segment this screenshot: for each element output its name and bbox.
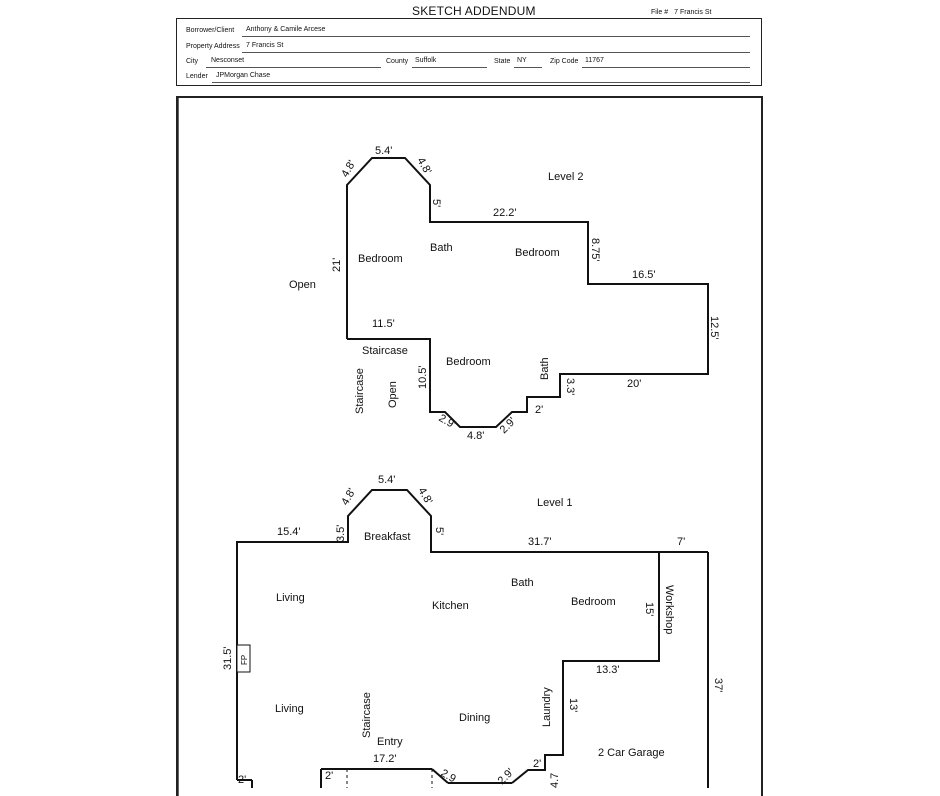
level2-dim: 21' <box>331 258 343 272</box>
level1-label: Level 1 <box>537 497 572 509</box>
level1-room-garage: 2 Car Garage <box>598 747 665 759</box>
level2-dim: 11.5' <box>372 318 395 330</box>
level1-dim: 15' <box>643 602 655 616</box>
file-number: File # 7 Francis St <box>651 9 711 16</box>
level1-dim: 4.7 <box>549 773 561 788</box>
level2-dim: 4.8' <box>467 430 484 442</box>
level2-dim: 20' <box>627 378 641 390</box>
level1-room-living-bottom: Living <box>275 703 304 715</box>
sketch-frame <box>176 96 763 796</box>
level2-dim: 5' <box>430 199 442 207</box>
level2-dim: 2.9' <box>437 412 458 431</box>
level1-dim: 3.5' <box>335 525 347 542</box>
level1-room-kitchen: Kitchen <box>432 600 469 612</box>
level2-dim: 22.2' <box>493 207 517 219</box>
level1-dim: 5.4' <box>378 474 395 486</box>
level1-dim: 2.9' <box>496 766 517 787</box>
level1-outline <box>236 489 660 784</box>
level2-dim: 10.5' <box>417 365 429 389</box>
city-underline <box>206 67 381 68</box>
level1-dim: 15.4' <box>277 526 301 538</box>
level2-room-bedroom-right: Bedroom <box>515 247 560 259</box>
city-value: Nesconset <box>211 57 245 64</box>
county-value: Suffolk <box>415 57 437 64</box>
level1-room-workshop: Workshop <box>663 585 675 634</box>
borrower-underline <box>242 36 750 37</box>
level2-room-bedroom-lower: Bedroom <box>446 356 491 368</box>
level1-room-living-top: Living <box>276 592 305 604</box>
level1-dim: 5' <box>433 527 445 535</box>
level1-room-entry: Entry <box>377 736 403 748</box>
lender-value: JPMorgan Chase <box>216 72 271 79</box>
state-label: State <box>494 58 511 65</box>
file-number-label: File # <box>651 9 669 16</box>
address-label: Property Address <box>186 43 240 50</box>
level1-room-bath: Bath <box>511 577 534 589</box>
level2-room-bath-lower: Bath <box>539 357 551 380</box>
document-title: SKETCH ADDENDUM <box>412 4 536 18</box>
subject-info-box <box>176 18 762 86</box>
level1-dim: 31.7' <box>528 536 552 548</box>
level2-outline <box>346 157 709 428</box>
lender-underline <box>212 82 750 83</box>
level1-room-laundry: Laundry <box>541 687 553 727</box>
level2-dim: 3.3' <box>564 378 576 395</box>
level2-room-bath-top: Bath <box>430 242 453 254</box>
address-underline <box>242 52 750 53</box>
state-underline <box>514 67 542 68</box>
zip-label: Zip Code <box>550 58 579 65</box>
level1-dim: 2' <box>238 774 246 786</box>
level1-bay-left <box>431 768 449 784</box>
level1-dim: 4.8' <box>339 486 358 507</box>
level1-dim: 7' <box>677 536 685 548</box>
level2-open-v: Open <box>387 381 399 408</box>
level1-dim: 13.3' <box>596 664 620 676</box>
zip-underline <box>582 67 750 68</box>
level1-room-bedroom: Bedroom <box>571 596 616 608</box>
level2-dim: 8.75' <box>589 238 601 262</box>
level1-dim: 2' <box>533 758 541 770</box>
file-number-value: 7 Francis St <box>674 9 712 16</box>
lender-label: Lender <box>186 73 208 80</box>
county-underline <box>412 67 487 68</box>
level2-room-bedroom-left: Bedroom <box>358 253 403 265</box>
city-label: City <box>186 58 199 65</box>
level1-dim: 17.2' <box>373 753 397 765</box>
borrower-value: Anthony & Camile Arcese <box>246 26 326 33</box>
level2-dim: 5.4' <box>375 145 392 157</box>
level1-room-dining: Dining <box>459 712 490 724</box>
level1-dim: 31.5' <box>222 646 234 670</box>
level2-dim: 16.5' <box>632 269 656 281</box>
level1-room-staircase: Staircase <box>361 692 373 738</box>
level2-dim: 2.9' <box>498 415 519 436</box>
state-value: NY <box>517 57 527 64</box>
level1-dim: 2' <box>325 770 333 782</box>
zip-value: 11767 <box>585 57 604 64</box>
level2-dim: 4.8' <box>414 156 433 177</box>
county-label: County <box>386 58 409 65</box>
level1-dim: 13' <box>567 698 579 712</box>
level1-dim: 37' <box>712 678 724 692</box>
fireplace-box <box>236 644 251 673</box>
level2-open-left: Open <box>289 279 316 291</box>
address-value: 7 Francis St <box>246 42 284 49</box>
level2-staircase-v: Staircase <box>354 368 366 414</box>
fireplace-label: FP <box>240 655 249 665</box>
level1-room-breakfast: Breakfast <box>364 531 410 543</box>
level2-dim: 12.5' <box>708 316 720 340</box>
borrower-label: Borrower/Client <box>186 27 235 34</box>
level2-dim: 2' <box>535 404 543 416</box>
level2-label: Level 2 <box>548 171 583 183</box>
level2-room-staircase-h: Staircase <box>362 345 408 357</box>
